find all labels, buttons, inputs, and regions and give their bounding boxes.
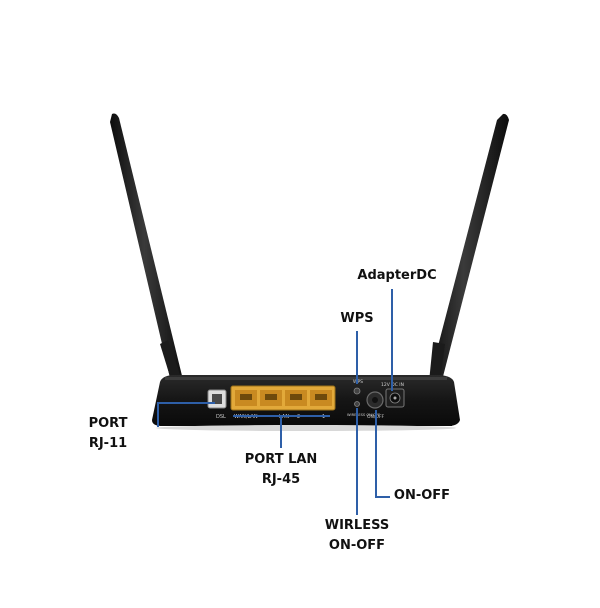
- device-wireless-text: WIRELESS ON/OFF: [347, 413, 380, 417]
- label-port-lan-line1: PORT LAN: [244, 452, 318, 467]
- label-adapter-dc: AdapterDC: [352, 266, 442, 286]
- label-on-off-text: ON-OFF: [393, 488, 451, 503]
- antenna-right-icon: [426, 113, 509, 396]
- label-on-off: ON-OFF: [390, 486, 454, 506]
- label-wireless: WIRLESS ON-OFF: [318, 516, 396, 556]
- label-port-rj11-line2: RJ-11: [88, 436, 128, 451]
- dsl-port: [207, 389, 227, 409]
- dc-jack: [385, 388, 405, 408]
- label-port-rj11: PORT RJ-11: [78, 414, 138, 454]
- label-wps: WPS: [332, 309, 382, 329]
- label-port-lan: PORT LAN RJ-45: [236, 450, 326, 490]
- label-wireless-line2: ON-OFF: [328, 538, 386, 553]
- wps-button: [353, 387, 361, 395]
- callout-lines: [157, 289, 393, 515]
- label-adapter-dc-text: AdapterDC: [357, 268, 437, 283]
- lan-ports: [230, 385, 336, 411]
- label-wireless-line1: WIRLESS: [324, 518, 390, 533]
- wireless-button: [354, 401, 360, 407]
- label-port-lan-line2: RJ-45: [261, 472, 301, 487]
- antenna-left-icon: [110, 113, 186, 396]
- label-wps-text: WPS: [340, 311, 374, 326]
- label-port-rj11-line1: PORT: [88, 416, 128, 431]
- device-wps-text: WPS: [353, 379, 363, 385]
- device-dsl-text: DSL: [216, 414, 226, 420]
